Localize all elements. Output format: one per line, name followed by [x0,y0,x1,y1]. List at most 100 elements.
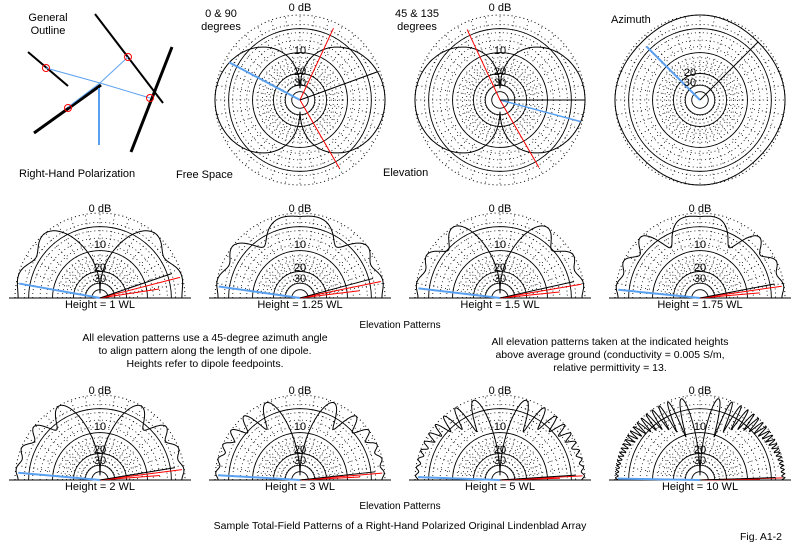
elevation_row1-plot3-label-30: 30 [493,273,507,285]
plot1-title-line2: degrees [201,21,241,33]
elevation_row2-plot2-ring [273,453,327,481]
plot3-ring [691,91,709,109]
elevation_row1-plot1-label-20: 20 [93,262,107,274]
elevation_row2-plot3-height-label: Height = 5 WL [464,481,535,493]
elevation_row2-plot1-label-30: 30 [93,455,107,467]
elevation_row1-plot1-black-trace [99,273,172,299]
elevation_row1-plot4-ring [691,289,709,299]
plot1-ring [262,62,338,138]
elevation_row2-plot1-height-label: Height = 2 WL [64,481,135,493]
plot3-label-30: 30 [683,77,697,89]
plot1-label-30: 30 [293,77,307,89]
elevation_row1-plot3-red-trace [499,283,582,299]
elevation_row2-plot3-label-30: 30 [493,455,507,467]
elevation_row1-plot1-ring [66,264,134,299]
plot2-label-0db: 0 dB [488,2,512,14]
plot1-label-0db: 0 dB [288,2,312,14]
elevation_row1-plot4-red-trace [699,285,782,299]
elevation_row1-plot1-red-trace [99,288,160,299]
elevation_row1-plot2-ring [291,289,309,299]
elevation_row2-plot3-pattern [415,399,585,480]
feedline [67,82,101,108]
feedpoint-marker [64,104,72,112]
elevation_row2-plot2-label-20: 20 [293,444,307,456]
elevation_row1-plot4-label-20: 20 [693,262,707,274]
notes-right-line2: above average ground (conductivity = 0.0… [495,349,725,361]
notes-left-line2: to align pattern along the length of one… [98,345,312,357]
plot1-black-trace [299,71,378,101]
elevation_row1-plot4-black-trace [699,283,775,299]
elevation_row2-plot1-label-20: 20 [93,444,107,456]
elevation_row1-plot2-red-trace [299,290,360,299]
elevation_row2-plot2-blue-trace [218,474,301,481]
plot2-caption: Elevation [383,167,429,179]
outline-title-line2: Outline [30,25,66,37]
plot1-grid [214,14,386,186]
plot3-title: Azimuth [611,14,651,26]
elevation_row2-plot4-label-10: 10 [693,421,707,433]
plot3-label-20: 20 [683,67,697,79]
elevation_row1-plot4-ring [623,222,777,299]
elevation_row1-plot3-ring [469,268,531,299]
plot2-label-10: 10 [493,45,507,57]
plot1-blue-trace [228,61,301,101]
plot3-ring [666,66,734,134]
elevation_row1-plot1-pattern [16,230,184,298]
elevation_row1-plot4-red-trace [699,292,760,299]
elevation_row1-plot1-grid [9,212,191,299]
elevation_row2-plot1-grid [9,394,191,481]
elevation_row1-plot2-ring [273,271,327,299]
elevation_row2-plot2-label-0db: 0 dB [288,385,312,397]
elevation_row2-plot3-ring [466,446,534,481]
elevation_row2-plot3-black-trace [499,474,576,481]
elevation_row1-plot2-label-0db: 0 dB [288,203,312,215]
elevation_row2-plot4-ring [632,412,768,481]
elevation_row1-plot4-label-10: 10 [693,239,707,251]
feedpoint-marker [124,53,132,61]
elevation_row1-plot4-height-label: Height = 1.75 WL [657,299,743,311]
plot1-ring [266,66,334,134]
elevation_row1-plot2-label-10: 10 [293,239,307,251]
elevation_row2-plot3-blue-trace [417,476,501,481]
elevation_row1-plot1-ring [69,267,131,299]
plot3-black-trace [699,41,759,101]
elevation_row2-plot1-ring [73,453,127,481]
elevation_row1-plot3-height-label: Height = 1.5 WL [460,299,540,311]
plot1-red-trace [299,27,334,101]
elevation_row1-plot4-ring [662,260,738,299]
elevation_row2-plot3-ring [439,419,561,481]
plot3-radial [711,45,766,91]
plot3-pattern [614,14,786,186]
plot2-title-line2: degrees [397,21,437,33]
plot1-title-line1: 0 & 90 [205,8,237,20]
elevation_row2-plot2-ring [239,419,361,481]
plot1-radial [245,111,291,166]
elevation_row1-plot3-ring [473,271,527,299]
elevation_row1-plot1-red-trace [99,276,181,299]
elevation_row2-plot2-height-label: Height = 3 WL [264,481,335,493]
elevation_row1-plot2-ring [269,268,331,299]
plot3-radial [645,111,691,166]
elevation_row1-plot1-label-30: 30 [93,273,107,285]
elevation_row1-plot2-red-trace [299,280,381,299]
elevation_row1-plot4-ring [666,264,734,299]
elevation_row1-plot2-label-20: 20 [293,262,307,274]
elevation_row1-plot4-blue-trace [618,288,701,299]
elevation_row1-plot4-label-30: 30 [693,273,707,285]
elevation_row2-plot2-ring [269,450,331,481]
plot2-radial [445,111,491,166]
elevation_row2-plot2-ring [232,412,368,481]
elevation_row1-plot3-label-10: 10 [493,239,507,251]
elevation_row1-plot3-red-trace [499,291,560,299]
elevation_row1-plot2-blue-trace [218,285,301,299]
elevation_row2-plot3-ring [462,442,538,481]
elevation_row2-plot2-red-trace [299,476,360,481]
plot3-ring [679,79,721,121]
elevation_row2-plot4-label-30: 30 [693,455,707,467]
elevation_row2-plot1-label-10: 10 [93,421,107,433]
plot2-title-line1: 45 & 135 [394,8,440,20]
plot3-ring [662,62,738,138]
elevation_row2-plot1-black-trace [99,467,175,481]
